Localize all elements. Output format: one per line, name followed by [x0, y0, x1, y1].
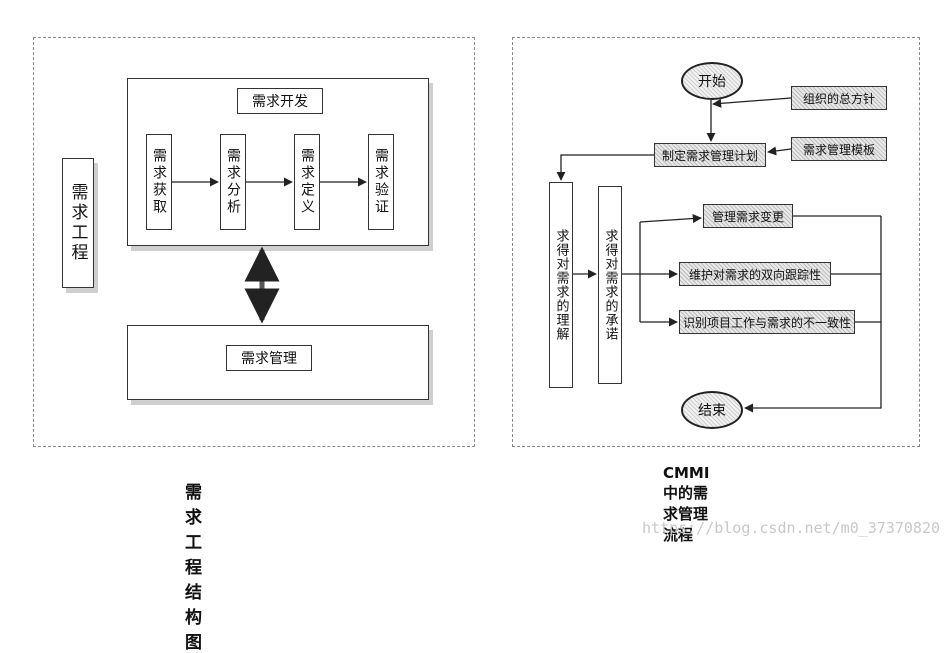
- arrow-plan-understanding: [556, 154, 654, 181]
- watermark-url: https://blog.csdn.net/m0_37370820: [641, 519, 940, 537]
- understanding-column: 求得对需求的理解: [549, 182, 573, 388]
- step-requirements-validation: 需求验证: [368, 134, 394, 230]
- commitment-column: 求得对需求的承诺: [598, 186, 622, 384]
- step-requirements-analysis: 需求分析: [220, 134, 246, 230]
- right-diagram-caption: CMMI中的需求管理流程: [663, 464, 710, 544]
- organization-policy-box: 组织的总方针: [791, 86, 887, 110]
- requirements-template-box: 需求管理模板: [791, 137, 887, 161]
- step-requirements-definition: 需求定义: [294, 134, 320, 230]
- arrow-policy-start: [712, 97, 792, 108]
- step-requirements-elicitation: 需求获取: [146, 134, 172, 230]
- requirements-development-title: 需求开发: [237, 88, 323, 114]
- branch-identify-inconsistency: 识别项目工作与需求的不一致性: [679, 310, 855, 334]
- plan-box: 制定需求管理计划: [654, 143, 766, 167]
- branch-manage-changes: 管理需求变更: [703, 204, 793, 228]
- end-node: 结束: [681, 391, 743, 429]
- connectors: [172, 97, 882, 413]
- requirements-engineering-label: 需求工程: [62, 158, 94, 288]
- arrow-template-plan: [767, 146, 792, 156]
- requirements-management-label: 需求管理: [226, 345, 312, 371]
- arrow-to-end: [744, 216, 882, 413]
- start-node: 开始: [681, 62, 743, 100]
- branch-bidirectional-traceability: 维护对需求的双向跟踪性: [679, 262, 831, 286]
- right-outer-frame: [512, 37, 920, 447]
- arrow-to-manage-changes: [639, 213, 702, 224]
- left-outer-frame: [33, 37, 475, 447]
